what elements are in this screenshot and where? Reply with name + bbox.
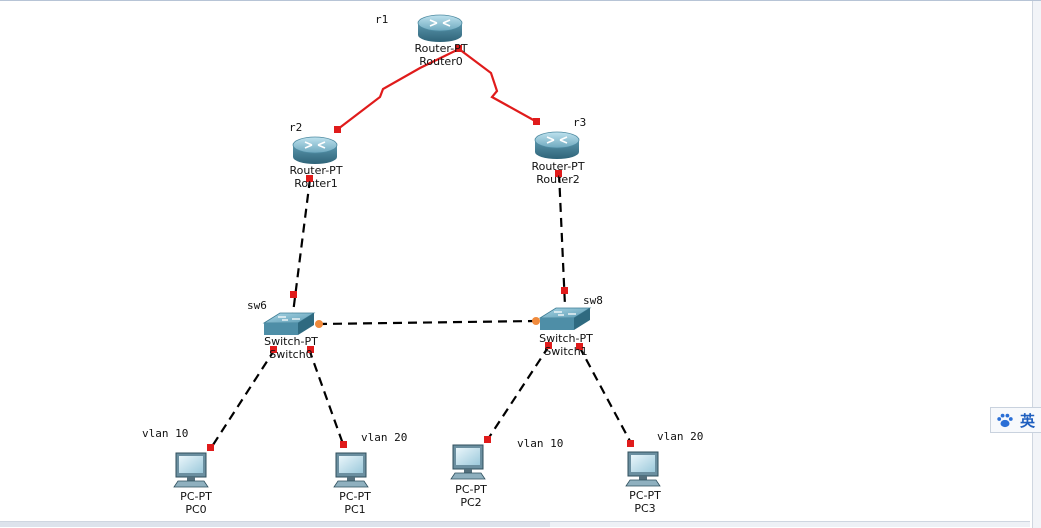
device-model: PC-PT	[455, 483, 487, 496]
vertical-scrollbar[interactable]	[1032, 1, 1041, 528]
port-light	[576, 343, 583, 350]
device-label-pc0: PC-PT PC0	[180, 490, 212, 516]
link-r1-r2[interactable]	[337, 48, 460, 130]
note-vlan-pc2[interactable]: vlan 10	[517, 437, 564, 450]
link-sw8-pc2[interactable]	[487, 345, 550, 440]
router-icon[interactable]	[417, 14, 463, 42]
pc-icon[interactable]	[450, 444, 486, 480]
device-label-pc3: PC-PT PC3	[629, 489, 661, 515]
link-sw6-pc0[interactable]	[210, 348, 276, 449]
switch-icon[interactable]	[262, 312, 316, 335]
port-light	[270, 346, 277, 353]
note-r1[interactable]: r1	[375, 13, 389, 26]
port-light-blocking	[315, 320, 323, 328]
port-light	[533, 118, 540, 125]
device-model: Switch-PT	[539, 332, 593, 345]
device-name: PC2	[460, 496, 482, 509]
port-light	[484, 436, 491, 443]
note-r2[interactable]: r2	[289, 121, 303, 134]
device-name: Router0	[419, 55, 463, 68]
port-light	[334, 126, 341, 133]
device-name: Router2	[536, 173, 580, 186]
port-light	[207, 444, 214, 451]
device-label-router1: Router-PT Router1	[289, 164, 342, 190]
note-vlan-pc1[interactable]: vlan 20	[361, 431, 408, 444]
note-vlan-pc3[interactable]: vlan 20	[657, 430, 704, 443]
device-name: Switch1	[544, 345, 588, 358]
port-light	[561, 287, 568, 294]
device-name: PC1	[344, 503, 366, 516]
device-name: Router1	[294, 177, 338, 190]
link-r1-r3[interactable]	[458, 48, 538, 123]
port-light	[306, 175, 313, 182]
switch-icon[interactable]	[538, 307, 592, 330]
link-r3-sw8[interactable]	[557, 172, 567, 307]
device-label-switch0: Switch-PT Switch0	[264, 335, 318, 361]
router-icon[interactable]	[292, 136, 338, 164]
ime-language-label[interactable]: 英	[1020, 411, 1036, 430]
note-vlan-pc0[interactable]: vlan 10	[142, 427, 189, 440]
device-model: PC-PT	[339, 490, 371, 503]
device-model: Router-PT	[531, 160, 585, 173]
device-label-router0: Router-PT Router0	[414, 42, 467, 68]
port-light	[455, 45, 462, 52]
port-light	[555, 170, 562, 177]
horizontal-scrollbar[interactable]	[0, 521, 1030, 527]
device-label-pc1: PC-PT PC1	[339, 490, 371, 516]
device-model: Router-PT	[414, 42, 468, 55]
pc-icon[interactable]	[333, 452, 369, 488]
paw-icon	[997, 413, 1013, 428]
note-r3[interactable]: r3	[573, 116, 587, 129]
ime-toolbar[interactable]: 英	[990, 407, 1041, 433]
port-light	[340, 441, 347, 448]
router-icon[interactable]	[534, 131, 580, 159]
device-label-switch1: Switch-PT Switch1	[539, 332, 593, 358]
port-light	[290, 291, 297, 298]
port-light	[545, 342, 552, 349]
device-label-router2: Router-PT Router2	[531, 160, 584, 186]
link-sw6-pc1[interactable]	[307, 348, 345, 445]
device-name: PC3	[634, 502, 656, 515]
note-sw8[interactable]: sw8	[583, 294, 603, 307]
pc-icon[interactable]	[173, 452, 209, 488]
device-model: Switch-PT	[264, 335, 318, 348]
device-name: PC0	[185, 503, 207, 516]
note-sw6[interactable]: sw6	[247, 299, 267, 312]
device-model: Router-PT	[289, 164, 343, 177]
port-light	[307, 346, 314, 353]
device-model: PC-PT	[180, 490, 212, 503]
link-r2-sw6[interactable]	[291, 178, 312, 314]
link-sw8-pc3[interactable]	[578, 345, 632, 444]
device-label-pc2: PC-PT PC2	[455, 483, 487, 509]
port-light-blocking	[532, 317, 540, 325]
scrollbar-thumb[interactable]	[0, 522, 550, 527]
link-sw6-sw8[interactable]	[317, 319, 538, 326]
device-model: PC-PT	[629, 489, 661, 502]
pc-icon[interactable]	[625, 451, 661, 487]
device-name: Switch0	[269, 348, 313, 361]
port-light	[627, 440, 634, 447]
